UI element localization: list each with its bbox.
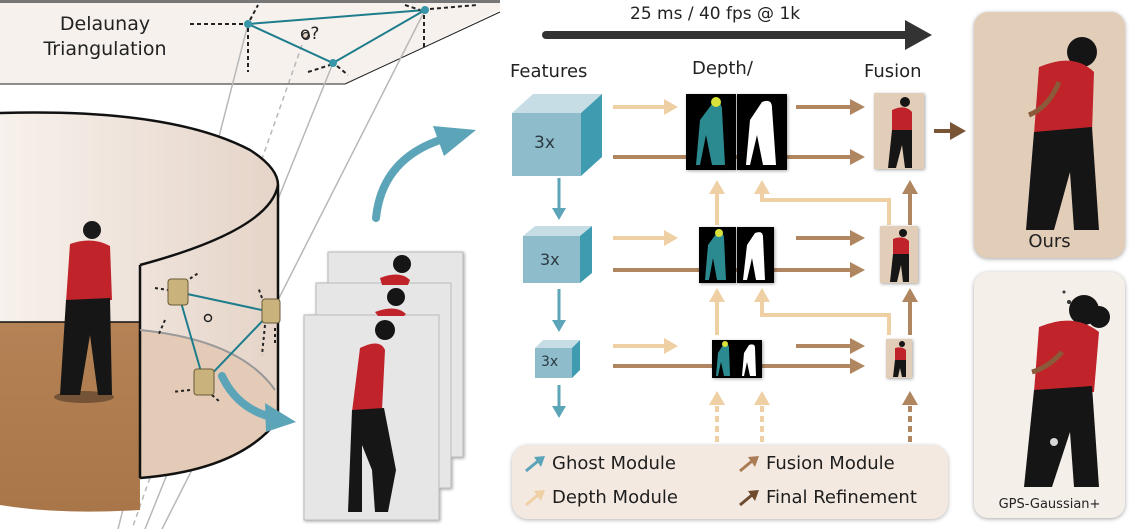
- legend-item-depth: Depth Module: [524, 487, 678, 508]
- depth-arrow-icon: [525, 489, 545, 506]
- result-card-ours: Ours: [974, 12, 1125, 258]
- legend: Ghost Module Fusion Module Depth Module …: [512, 445, 948, 519]
- feature-cube-1: [512, 94, 602, 176]
- camera-icon: [167, 278, 281, 396]
- baseline-render: [1024, 290, 1110, 487]
- query-point: [203, 313, 213, 323]
- legend-item-final: Final Refinement: [738, 487, 917, 508]
- ours-render: [1026, 37, 1099, 230]
- query-point-label: o?: [300, 24, 320, 44]
- depth-up-arrows: [709, 180, 891, 442]
- legend-item-ghost: Ghost Module: [524, 453, 676, 474]
- delaunay-title-line2: Triangulation: [43, 38, 167, 60]
- query-point: [301, 31, 311, 41]
- fusion-result-2: [880, 226, 918, 283]
- final-arrow-icon: [739, 489, 759, 506]
- fusion-result-1: [874, 93, 924, 169]
- legend-label: Ghost Module: [552, 453, 676, 474]
- depth-mask-pair-3: [712, 340, 762, 378]
- fusion-result-3: [886, 339, 912, 378]
- delaunay-triangle: [190, 4, 478, 76]
- feature-cube-2: [523, 226, 592, 283]
- vertex-point: [329, 59, 337, 67]
- feature-cube-3: [535, 340, 580, 378]
- camera-rig: [154, 271, 281, 403]
- legend-label: Depth Module: [552, 487, 678, 508]
- delaunay-title: Delaunay Triangulation: [20, 12, 190, 62]
- vertex-point: [421, 6, 429, 14]
- cube-label: 3x: [540, 250, 560, 269]
- baseline-label: GPS-Gaussian+: [998, 497, 1101, 512]
- depth-mask-pair-2: [699, 227, 774, 283]
- capture-cylinder: [0, 111, 280, 512]
- fusion-up-arrows: [902, 180, 918, 442]
- result-card-baseline: GPS-Gaussian+: [974, 272, 1125, 518]
- delaunay-plane: [0, 0, 501, 85]
- stage-fusion-label: Fusion: [864, 61, 922, 82]
- speed-arrow: [542, 20, 932, 50]
- depth-mask-pair-1: [686, 94, 787, 170]
- speed-label: 25 ms / 40 fps @ 1k: [630, 4, 801, 24]
- arrow-to-features: [372, 136, 444, 222]
- cube-label: 3x: [541, 354, 559, 370]
- ghost-arrows: [552, 178, 566, 418]
- final-arrow: [934, 122, 966, 140]
- depth-arrows: [613, 99, 678, 354]
- legend-label: Final Refinement: [766, 487, 917, 508]
- ghost-arrow-icon: [525, 455, 545, 472]
- vertex-point: [244, 20, 252, 28]
- legend-label: Fusion Module: [766, 453, 895, 474]
- legend-item-fusion: Fusion Module: [738, 453, 895, 474]
- view-person: [348, 255, 411, 512]
- stage-features-label: Features: [510, 61, 588, 82]
- fusion-arrow-icon: [739, 455, 759, 472]
- cube-label: 3x: [534, 133, 555, 153]
- subject-person: [54, 221, 114, 403]
- ours-label: Ours: [1028, 231, 1071, 252]
- stage-depth-label: Depth/: [692, 58, 753, 79]
- delaunay-title-line1: Delaunay: [59, 13, 151, 35]
